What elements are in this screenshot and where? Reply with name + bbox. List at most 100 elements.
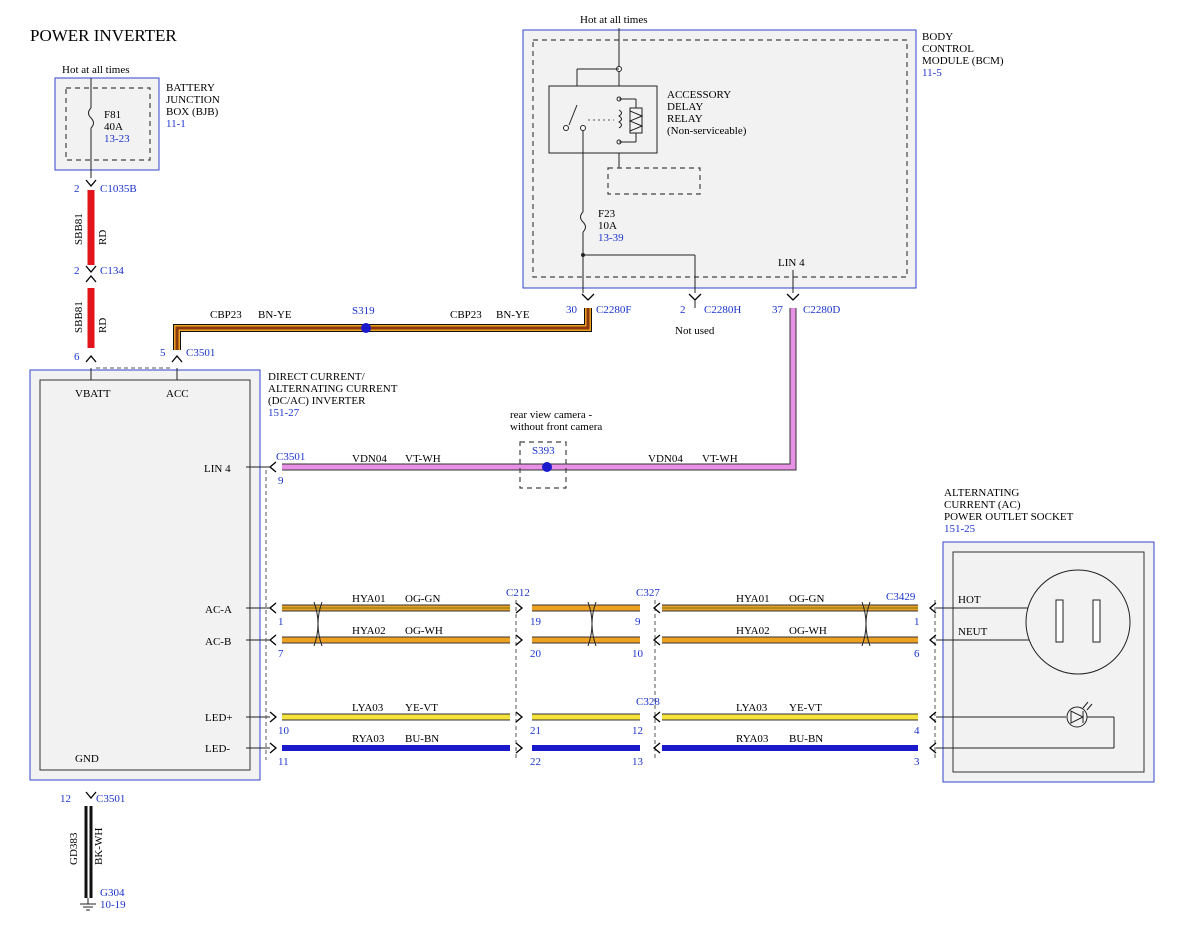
pin-30: 30 bbox=[566, 304, 578, 316]
relay-name-2: DELAY bbox=[667, 101, 703, 113]
wire-vdn04-label-b: VDN04 bbox=[648, 453, 683, 465]
wire-gd383-label: GD383 bbox=[68, 832, 80, 865]
wire-oggn-label-b: OG-GN bbox=[789, 593, 824, 605]
pin-12b: 12 bbox=[632, 725, 643, 737]
wire-rya03-label-a: RYA03 bbox=[352, 733, 385, 745]
wire-rya03-label-b: RYA03 bbox=[736, 733, 769, 745]
connector-arrow-icon bbox=[928, 742, 937, 754]
pin-1b: 1 bbox=[914, 616, 920, 628]
pin-1: 1 bbox=[278, 616, 284, 628]
pin-gnd: GND bbox=[75, 753, 99, 765]
wire-sbb81-a-label: SBB81 bbox=[73, 213, 85, 245]
fuse-icon bbox=[88, 107, 94, 129]
wire-hya02-label-b: HYA02 bbox=[736, 625, 770, 637]
bcm-name-1: BODY bbox=[922, 31, 953, 43]
wire-sbb81-b-label: SBB81 bbox=[73, 301, 85, 333]
wire-rd-a-label: RD bbox=[97, 230, 109, 245]
pin-11: 11 bbox=[278, 756, 289, 768]
socket-name-2: CURRENT (AC) bbox=[944, 499, 1021, 511]
bjb-fuse-ref: 13-23 bbox=[104, 133, 130, 145]
connector-arrow-icon bbox=[269, 711, 278, 723]
ac-wire-bundle bbox=[282, 601, 918, 751]
connector-arrow-icon bbox=[171, 354, 183, 363]
relay-name-4: (Non-serviceable) bbox=[667, 125, 747, 137]
wire-lya03-label-b: LYA03 bbox=[736, 702, 768, 714]
pin-2a: 2 bbox=[74, 183, 80, 195]
pin-19: 19 bbox=[530, 616, 542, 628]
pin-12: 12 bbox=[60, 793, 71, 805]
bcm-dashed-block bbox=[607, 167, 701, 195]
wire-vdn04-label-a: VDN04 bbox=[352, 453, 387, 465]
bjb-ref: 11-1 bbox=[166, 118, 186, 130]
connector-c2280h: C2280H bbox=[704, 304, 741, 316]
connector-c2280f: C2280F bbox=[596, 304, 631, 316]
inverter-name-3: (DC/AC) INVERTER bbox=[268, 395, 366, 407]
connector-arrow-icon bbox=[85, 791, 97, 800]
bcm-lin-label: LIN 4 bbox=[778, 257, 805, 269]
splice-s319-label: S319 bbox=[352, 305, 375, 317]
wire-ogwh-label-a: OG-WH bbox=[405, 625, 443, 637]
splice-s393 bbox=[542, 462, 552, 472]
connector-c328: C328 bbox=[636, 696, 660, 708]
socket-name-3: POWER OUTLET SOCKET bbox=[944, 511, 1074, 523]
connector-arrow-icon bbox=[652, 634, 661, 646]
connector-c1035b: C1035B bbox=[100, 183, 137, 195]
connector-c327: C327 bbox=[636, 587, 660, 599]
wire-ogwh-label-b: OG-WH bbox=[789, 625, 827, 637]
connector-c3501-top: C3501 bbox=[186, 347, 215, 359]
wire-hya02-label-a: HYA02 bbox=[352, 625, 386, 637]
wire-bnye-label-b: BN-YE bbox=[496, 309, 530, 321]
pin-acb: AC-B bbox=[205, 636, 231, 648]
bjb-fuse-rating: 40A bbox=[104, 121, 123, 133]
socket-name-1: ALTERNATING bbox=[944, 487, 1019, 499]
bjb-module bbox=[54, 77, 160, 171]
socket-ref: 151-25 bbox=[944, 523, 976, 535]
pin-ledp: LED+ bbox=[205, 712, 233, 724]
relay-name-1: ACCESSORY bbox=[667, 89, 731, 101]
wire-yevt-label-a: YE-VT bbox=[405, 702, 438, 714]
wire-cbp23-label-a: CBP23 bbox=[210, 309, 242, 321]
connector-arrow-icon bbox=[581, 293, 595, 301]
pin-acc: ACC bbox=[166, 388, 189, 400]
inverter-ref: 151-27 bbox=[268, 407, 300, 419]
wire-bubn-label-b: BU-BN bbox=[789, 733, 823, 745]
connector-arrow-icon bbox=[688, 293, 702, 301]
bcm-fuse: F23 bbox=[598, 208, 616, 220]
wire-bkwh-label: BK-WH bbox=[93, 828, 105, 865]
pin-37: 37 bbox=[772, 304, 784, 316]
connector-arrow-icon bbox=[652, 711, 661, 723]
socket-neut: NEUT bbox=[958, 626, 988, 638]
wire-oggn-label-a: OG-GN bbox=[405, 593, 440, 605]
pin-lin: LIN 4 bbox=[204, 463, 231, 475]
connector-c3429: C3429 bbox=[886, 591, 916, 603]
connector-arrow-icon bbox=[515, 711, 524, 723]
page-title: POWER INVERTER bbox=[30, 26, 177, 45]
splice-s393-label: S393 bbox=[532, 445, 555, 457]
wire-yevt-label-b: YE-VT bbox=[789, 702, 822, 714]
s393-note-1: rear view camera - bbox=[510, 409, 592, 421]
bcm-name-3: MODULE (BCM) bbox=[922, 55, 1004, 67]
connector-c134: C134 bbox=[100, 265, 124, 277]
connector-arrow-icon bbox=[928, 711, 937, 723]
outlet-icon bbox=[1025, 569, 1131, 675]
connector-arrow-icon bbox=[269, 742, 278, 754]
connector-c212: C212 bbox=[506, 587, 530, 599]
wire-cbp23-label-b: CBP23 bbox=[450, 309, 482, 321]
wire-bnye-label-a: BN-YE bbox=[258, 309, 292, 321]
inverter-name-1: DIRECT CURRENT/ bbox=[268, 371, 366, 383]
connector-c3501-gnd: C3501 bbox=[96, 793, 125, 805]
pin-4: 4 bbox=[914, 725, 920, 737]
pin-6: 6 bbox=[74, 351, 80, 363]
bjb-name-3: BOX (BJB) bbox=[166, 106, 219, 118]
connector-arrow-icon bbox=[268, 634, 277, 646]
pin-22: 22 bbox=[530, 756, 541, 768]
wire-lya03-label-a: LYA03 bbox=[352, 702, 384, 714]
connector-arrow-icon bbox=[268, 461, 277, 473]
connector-arrow-icon bbox=[85, 265, 97, 274]
connector-arrow-icon bbox=[786, 293, 800, 301]
pin-9b: 9 bbox=[635, 616, 641, 628]
wire-vtwh-label-b: VT-WH bbox=[702, 453, 738, 465]
pin-21: 21 bbox=[530, 725, 541, 737]
pin-10: 10 bbox=[278, 725, 290, 737]
